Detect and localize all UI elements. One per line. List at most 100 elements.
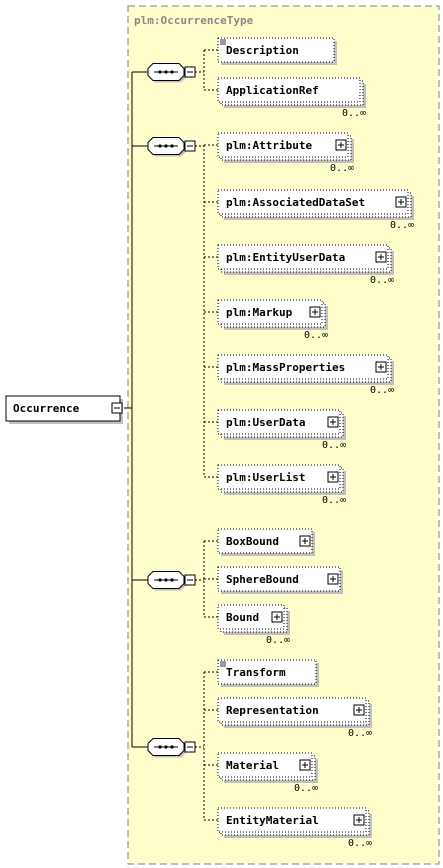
compositor-dot <box>164 144 168 148</box>
expand-icon[interactable] <box>375 251 387 263</box>
cardinality-label: 0..∞ <box>322 495 346 506</box>
compositor-dot <box>158 144 162 148</box>
expand-icon[interactable] <box>335 139 347 151</box>
element-label: BoxBound <box>226 535 279 548</box>
expand-icon[interactable] <box>353 704 365 716</box>
expand-icon[interactable] <box>271 611 283 623</box>
cardinality-label: 0..∞ <box>330 163 354 174</box>
element-label: SphereBound <box>226 573 299 586</box>
collapse-icon[interactable] <box>184 574 196 586</box>
cardinality-label: 0..∞ <box>322 440 346 451</box>
cardinality-label: 0..∞ <box>348 728 372 739</box>
element-label: plm:MassProperties <box>226 361 345 374</box>
element-label: Material <box>226 759 279 772</box>
collapse-icon[interactable] <box>184 741 196 753</box>
schema-element[interactable]: Representation 0..∞ <box>217 697 372 739</box>
expand-icon[interactable] <box>299 759 311 771</box>
expand-icon[interactable] <box>309 306 321 318</box>
element-label: Transform <box>226 666 286 679</box>
cardinality-label: 0..∞ <box>294 783 318 794</box>
sequence-compositor[interactable] <box>147 63 196 83</box>
schema-element[interactable]: Description <box>217 37 337 65</box>
collapse-icon[interactable] <box>111 402 123 414</box>
element-label: plm:EntityUserData <box>226 251 345 264</box>
compositor-dot <box>170 745 174 749</box>
groups: DescriptionApplicationRef0..∞plm:Attribu… <box>147 37 414 849</box>
element-box <box>217 409 341 435</box>
expand-icon[interactable] <box>375 361 387 373</box>
schema-element[interactable]: ApplicationRef 0..∞ <box>217 77 366 119</box>
element-label: Representation <box>226 704 319 717</box>
element-box <box>217 697 367 723</box>
cardinality-label: 0..∞ <box>370 275 394 286</box>
element-box <box>217 189 409 215</box>
expand-icon[interactable] <box>327 471 339 483</box>
compositor-dot <box>158 578 162 582</box>
schema-element[interactable]: plm:Attribute 0..∞ <box>217 132 354 174</box>
cardinality-label: 0..∞ <box>266 635 290 646</box>
schema-element[interactable]: plm:UserList 0..∞ <box>217 464 346 506</box>
element-box <box>217 752 313 778</box>
schema-element[interactable]: Material 0..∞ <box>217 752 318 794</box>
element-box <box>217 132 349 158</box>
collapse-icon[interactable] <box>184 140 196 152</box>
documentation-icon <box>220 39 226 45</box>
documentation-icon <box>220 661 226 667</box>
compositor-dot <box>170 70 174 74</box>
element-label: EntityMaterial <box>226 814 319 827</box>
element-label: plm:AssociatedDataSet <box>226 196 365 209</box>
compositor-dot <box>164 578 168 582</box>
collapse-icon[interactable] <box>184 66 196 78</box>
element-box <box>217 807 367 833</box>
element-box <box>217 659 317 685</box>
element-label: Description <box>226 44 299 57</box>
schema-element[interactable]: plm:EntityUserData 0..∞ <box>217 244 394 286</box>
compositor-dot <box>170 144 174 148</box>
element-label: ApplicationRef <box>226 84 319 97</box>
schema-element[interactable]: EntityMaterial 0..∞ <box>217 807 372 849</box>
cardinality-label: 0..∞ <box>348 838 372 849</box>
root-element-label: Occurrence <box>13 402 80 415</box>
element-box <box>217 37 335 63</box>
expand-icon[interactable] <box>327 416 339 428</box>
element-label: plm:UserList <box>226 471 305 484</box>
sequence-compositor[interactable] <box>147 738 196 758</box>
sequence-compositor[interactable] <box>147 137 196 157</box>
compositor-dot <box>158 745 162 749</box>
schema-element[interactable]: plm:Markup 0..∞ <box>217 299 328 341</box>
element-box <box>217 299 323 325</box>
compositor-dot <box>164 745 168 749</box>
element-box <box>217 528 313 554</box>
connectors <box>124 49 218 821</box>
schema-element[interactable]: BoxBound <box>217 528 315 556</box>
schema-element[interactable]: SphereBound <box>217 566 343 594</box>
element-box <box>217 566 341 592</box>
schema-element[interactable]: plm:MassProperties 0..∞ <box>217 354 394 396</box>
element-label: plm:Markup <box>226 306 293 319</box>
element-label: Bound <box>226 611 259 624</box>
expand-icon[interactable] <box>327 573 339 585</box>
complex-type-label: plm:OccurrenceType <box>134 14 254 27</box>
expand-icon[interactable] <box>353 814 365 826</box>
sequence-compositor[interactable] <box>147 571 196 591</box>
schema-element[interactable]: Transform <box>217 659 319 687</box>
cardinality-label: 0..∞ <box>304 330 328 341</box>
element-label: plm:Attribute <box>226 139 312 152</box>
compositor-dot <box>158 70 162 74</box>
compositor-dot <box>170 578 174 582</box>
schema-element[interactable]: plm:UserData 0..∞ <box>217 409 346 451</box>
element-box <box>217 354 389 380</box>
element-box <box>217 464 341 490</box>
cardinality-label: 0..∞ <box>370 385 394 396</box>
element-box <box>217 77 361 103</box>
expand-icon[interactable] <box>299 535 311 547</box>
root-element[interactable]: Occurrence <box>5 395 123 424</box>
schema-element[interactable]: Bound 0..∞ <box>217 604 290 646</box>
expand-icon[interactable] <box>395 196 407 208</box>
element-label: plm:UserData <box>226 416 305 429</box>
cardinality-label: 0..∞ <box>342 108 366 119</box>
element-box <box>217 244 389 270</box>
compositor-dot <box>164 70 168 74</box>
